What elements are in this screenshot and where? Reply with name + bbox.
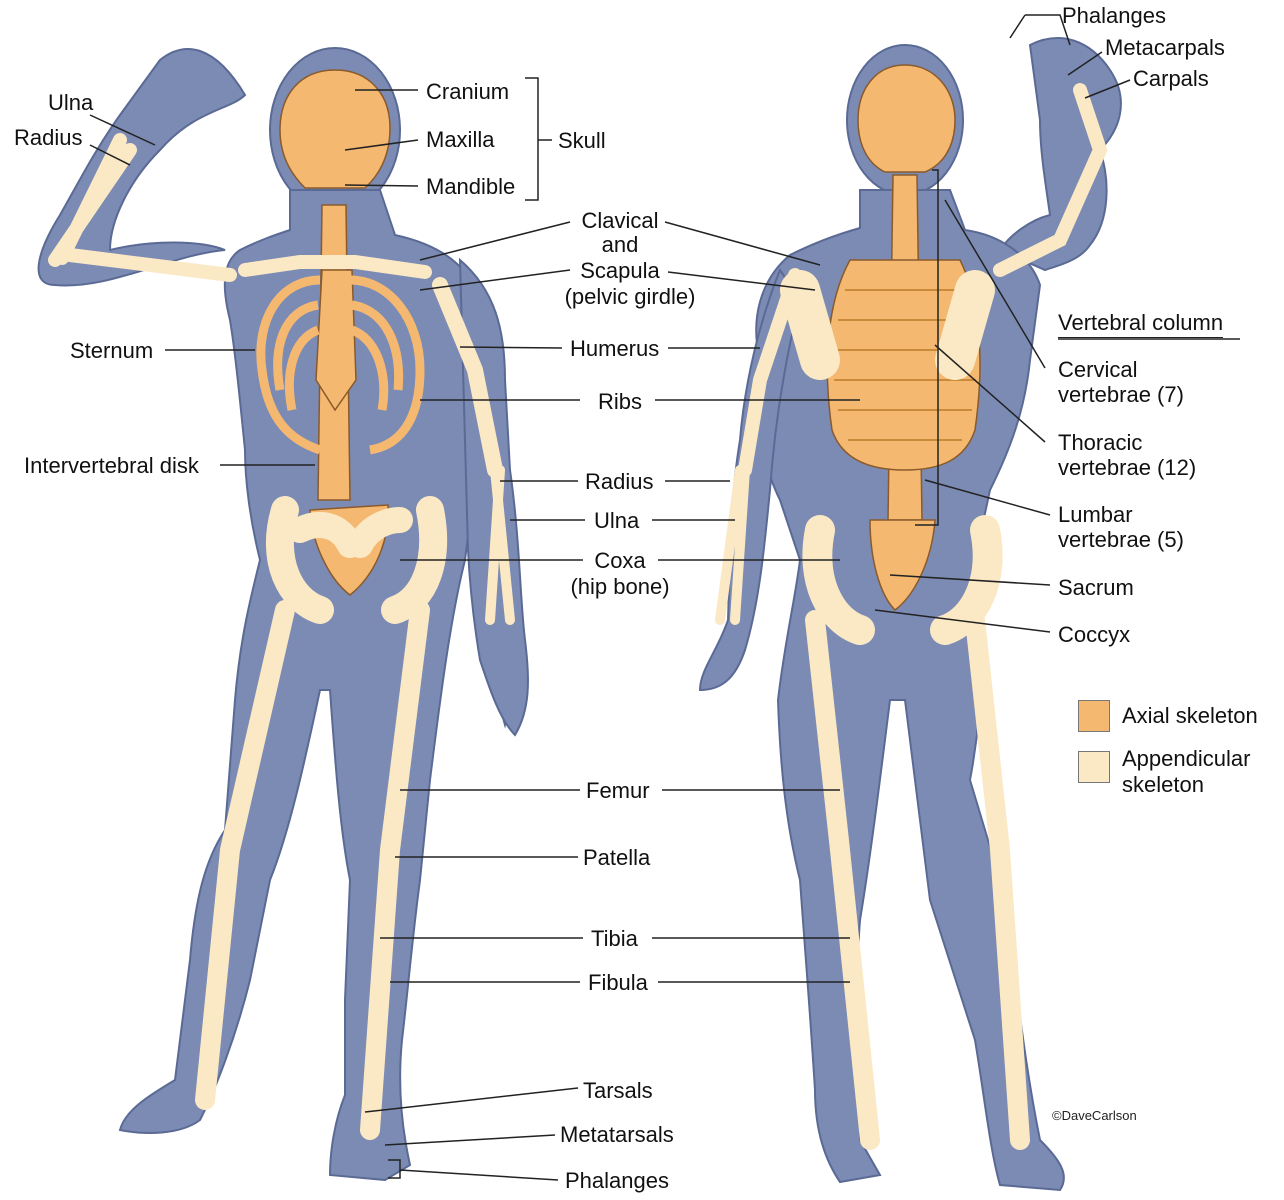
label-fibula: Fibula: [588, 970, 648, 995]
label-lumbar-count: vertebrae (5): [1058, 527, 1184, 552]
leader-lines: [89, 14, 1240, 1181]
label-radius-raised: Radius: [14, 125, 83, 150]
label-metacarpals: Metacarpals: [1105, 35, 1225, 60]
label-clavical: Clavical: [581, 208, 659, 233]
legend-label-appendicular: Appendicular: [1122, 746, 1251, 771]
label-lumbar: Lumbar: [1058, 502, 1133, 527]
label-ulna-raised: Ulna: [48, 90, 94, 115]
label-maxilla: Maxilla: [426, 127, 495, 152]
label-humerus: Humerus: [570, 336, 660, 361]
label-pelvic-girdle: (pelvic girdle): [564, 284, 696, 309]
back-appendicular-bones: [715, 83, 1108, 1150]
label-sacrum: Sacrum: [1058, 575, 1134, 600]
label-sternum: Sternum: [70, 338, 154, 363]
label-metatarsals: Metatarsals: [560, 1122, 674, 1147]
label-thoracic: Thoracic: [1058, 430, 1143, 455]
label-femur: Femur: [586, 778, 650, 803]
label-hip-bone: (hip bone): [570, 574, 670, 599]
legend-swatch-axial: [1078, 700, 1110, 732]
label-tibia: Tibia: [591, 926, 638, 951]
label-patella: Patella: [583, 845, 651, 870]
label-skull: Skull: [558, 128, 606, 153]
hand-phalanges-bracket: [1009, 14, 1071, 46]
credit-text: ©DaveCarlson: [1052, 1108, 1137, 1123]
label-phalanges-hand: Phalanges: [1062, 3, 1166, 28]
front-sternum: [315, 269, 357, 412]
back-figure: [698, 37, 1122, 1192]
label-tarsals: Tarsals: [583, 1078, 653, 1103]
front-appendicular-bones: [48, 133, 515, 1140]
label-phalanges-foot: Phalanges: [565, 1168, 669, 1193]
front-skull: [279, 69, 391, 189]
label-radius: Radius: [585, 469, 654, 494]
back-rib-lines: [834, 289, 976, 441]
front-ribs-right: [349, 275, 425, 455]
label-cervical: Cervical: [1058, 357, 1138, 382]
label-coccyx: Coccyx: [1058, 622, 1131, 647]
toe-bracket: [388, 1159, 559, 1181]
label-thoracic-count: vertebrae (12): [1058, 455, 1197, 480]
label-ulna: Ulna: [594, 508, 640, 533]
label-cervical-count: vertebrae (7): [1058, 382, 1184, 407]
label-and: and: [601, 232, 639, 257]
front-figure: [37, 47, 529, 1182]
legend-label-axial: Axial skeleton: [1122, 703, 1258, 728]
label-carpals: Carpals: [1133, 66, 1209, 91]
label-scapula: Scapula: [580, 258, 660, 283]
label-cranium: Cranium: [426, 79, 510, 104]
legend-label-appendicular-2: skeleton: [1122, 772, 1204, 797]
label-intervertebral-disk: Intervertebral disk: [24, 453, 199, 478]
back-axial-bones: [826, 64, 981, 611]
front-ribs-left: [256, 275, 322, 455]
legend-swatch-appendicular: [1078, 751, 1110, 783]
skull-bracket: [525, 77, 552, 201]
back-sacrum: [869, 519, 936, 611]
label-coxa: Coxa: [594, 548, 646, 573]
label-ribs: Ribs: [598, 389, 643, 414]
label-mandible: Mandible: [426, 174, 516, 199]
back-skull: [857, 64, 956, 173]
vertebral-column-title: Vertebral column: [1058, 310, 1224, 338]
